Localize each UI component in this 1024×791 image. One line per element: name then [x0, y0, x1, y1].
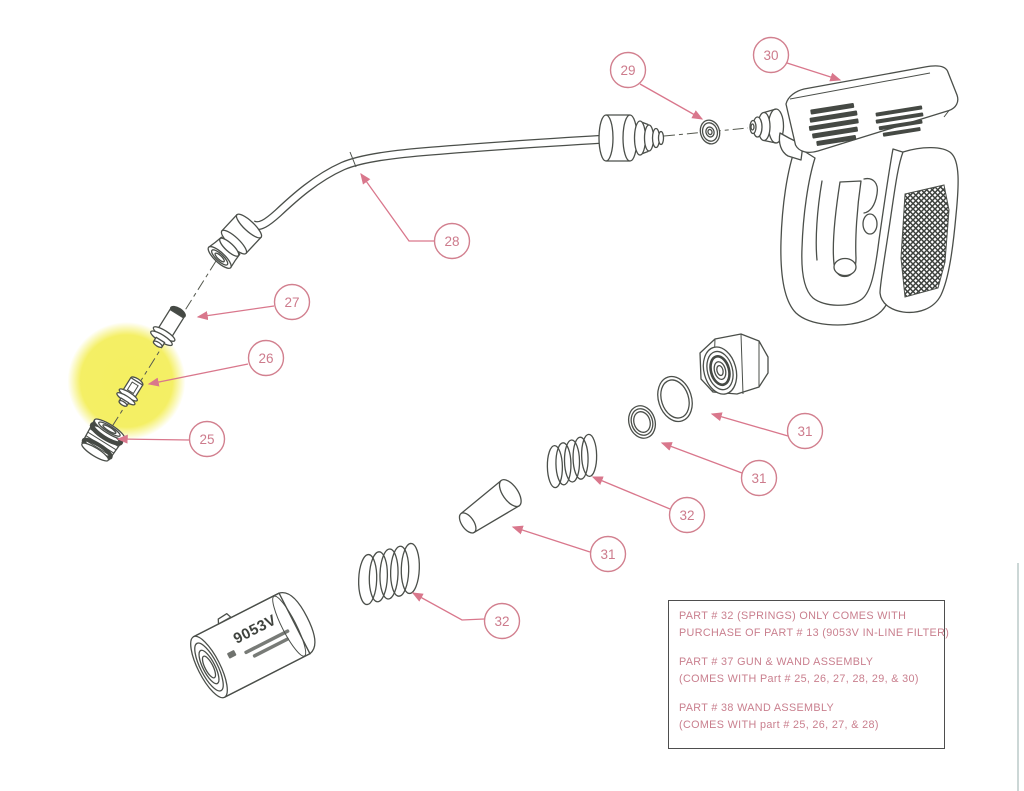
spring-lower — [358, 542, 420, 606]
filter-fine-print-line — [252, 637, 290, 658]
wand-tube — [249, 134, 607, 231]
centerlines — [97, 127, 749, 450]
callout-32-middle-spring: 32 — [668, 496, 706, 534]
note-line: PART # 38 WAND ASSEMBLY — [679, 702, 835, 714]
callout-28-label: 28 — [444, 234, 459, 249]
note-line: (COMES WITH part # 25, 26, 27, & 28) — [679, 719, 879, 731]
note-line: PURCHASE OF PART # 13 (9053V IN-LINE FIL… — [679, 627, 950, 639]
notes-box: PART # 32 (SPRINGS) ONLY COMES WITH PURC… — [668, 600, 950, 749]
callout-31-large-oring: 31 — [786, 412, 824, 450]
vent-louvers-left — [808, 102, 859, 146]
note-line-blank — [679, 688, 938, 700]
callout-31-plunger: 31 — [589, 535, 627, 573]
part-27-adapter — [150, 305, 186, 348]
callout-27-label: 27 — [284, 295, 299, 310]
callout-25-label: 25 — [199, 432, 214, 447]
o-ring-small — [627, 405, 657, 439]
note-line-blank — [679, 642, 938, 654]
plunger-part-31 — [458, 479, 522, 534]
callout-26-label: 26 — [258, 351, 273, 366]
o-ring-large — [657, 375, 693, 423]
filter-cylinder: 9053V — [190, 591, 316, 699]
filter-small-mark — [227, 650, 237, 659]
washer-part-29 — [699, 119, 721, 145]
callout-32-lower-spring: 32 — [483, 602, 521, 640]
callout-29-label: 29 — [620, 63, 635, 78]
callout-31-label: 31 — [797, 424, 812, 439]
callout-28: 28 — [433, 222, 471, 260]
callout-leaders — [116, 62, 842, 621]
spray-gun-drawing — [749, 65, 959, 326]
callout-27: 27 — [273, 283, 311, 321]
note-line: PART # 37 GUN & WAND ASSEMBLY — [679, 656, 874, 668]
callout-31-label: 31 — [600, 547, 615, 562]
spring-middle — [546, 433, 598, 489]
callout-31-label: 31 — [751, 471, 766, 486]
callout-30: 30 — [752, 36, 790, 74]
wand-coupling-nut — [598, 114, 665, 162]
callout-31-small-oring: 31 — [740, 459, 778, 497]
callout-32-label: 32 — [679, 508, 694, 523]
vent-louvers-right — [875, 105, 924, 137]
filter-fine-print-line — [244, 629, 290, 655]
note-line: PART # 32 (SPRINGS) ONLY COMES WITH — [679, 610, 907, 622]
scan-artifact-line — [1017, 563, 1019, 791]
callout-balloons: 25 26 27 28 29 30 31 31 — [188, 36, 824, 640]
part-26-insert — [116, 376, 144, 407]
highlight-circle — [67, 322, 186, 440]
note-line: (COMES WITH Part # 25, 26, 27, 28, 29, &… — [679, 673, 919, 685]
hex-nut-fitting — [699, 333, 769, 395]
wand-end-fitting — [207, 213, 263, 269]
callout-30-label: 30 — [763, 48, 778, 63]
callout-29: 29 — [609, 51, 647, 89]
callout-25: 25 — [188, 420, 226, 458]
callout-32-label: 32 — [494, 614, 509, 629]
callout-26: 26 — [247, 339, 285, 377]
